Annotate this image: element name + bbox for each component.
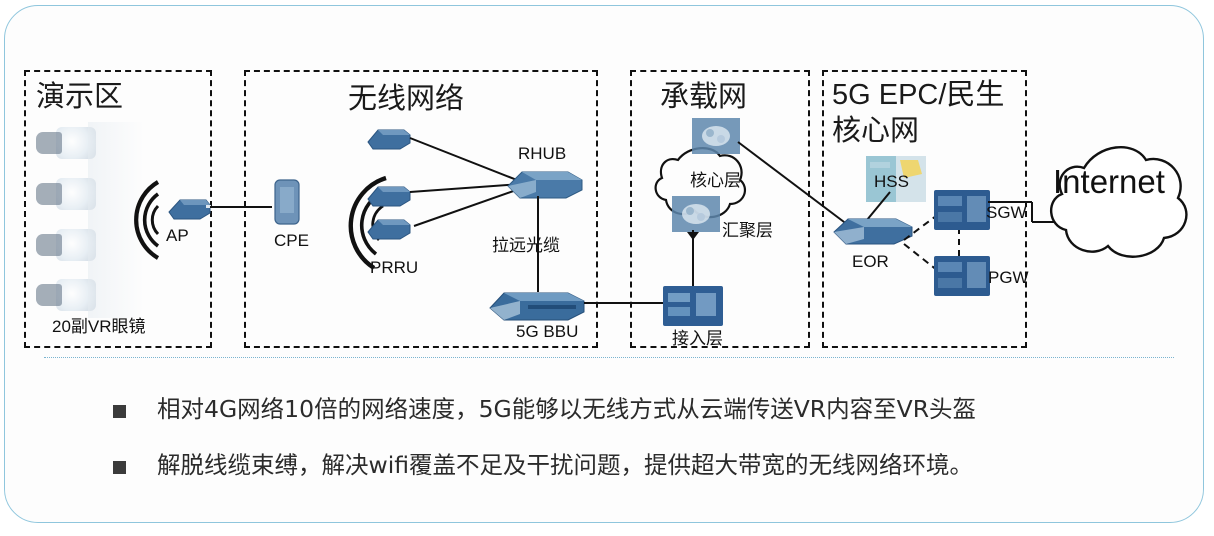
bullet-list: 相对4G网络10倍的网络速度，5G能够以无线方式从云端传送VR内容至VR头盔 解… [0,388,1214,500]
aggregation-router-icon [672,196,720,232]
zone-title-bearer-network: 承载网 [660,81,748,113]
eor-device-icon [833,218,913,245]
zone-core-network [822,70,1027,348]
ap-signal-arcs [134,180,160,260]
ap-device-icon [168,199,211,220]
link-core-to-eor [737,141,853,229]
core-layer-label: 核心层 [690,171,741,190]
cpe-device-icon [274,179,300,225]
bbu-device-icon [489,292,585,321]
vr-glasses-label: 20副VR眼镜 [52,317,146,336]
sgw-label: SGW [986,203,1027,222]
zone-title-wireless-network: 无线网络 [348,83,465,115]
slide-outer-frame [4,5,1204,523]
bullet-text: 解脱线缆束缚，解决wifi覆盖不足及干扰问题，提供超大带宽的无线网络环境。 [157,451,974,479]
bullet-square-icon [113,461,126,474]
pgw-label: PGW [988,268,1029,287]
bullet-square-icon [113,405,126,418]
ap-label: AP [166,226,189,245]
rhub-label: RHUB [518,144,567,163]
bullet-item: 相对4G网络10倍的网络速度，5G能够以无线方式从云端传送VR内容至VR头盔 [0,388,1214,444]
bullet-text: 相对4G网络10倍的网络速度，5G能够以无线方式从云端传送VR内容至VR头盔 [157,395,977,423]
link-ap-to-cpe [210,206,272,208]
prru-device-icon [367,219,411,240]
prru-device-icon [367,186,411,207]
prru-label: PRRU [370,258,419,277]
hss-label: HSS [874,172,909,191]
bbu-label: 5G BBU [516,322,579,341]
link-rhub-to-bbu [537,196,539,292]
pgw-server-icon [934,256,990,296]
eor-label: EOR [852,252,889,271]
rhub-device-icon [507,171,583,199]
access-switch-icon [663,286,723,326]
vr-headset-stack [30,122,150,318]
access-layer-label: 接入层 [672,329,723,348]
hss-server-icon [866,156,926,202]
link-sgw-to-pgw [958,228,960,258]
link-bbu-to-access [584,302,668,304]
fiber-label: 拉远光缆 [492,236,560,255]
links-prru-to-rhub [409,137,523,227]
zone-wireless-network [244,70,598,348]
bullet-item: 解脱线缆束缚，解决wifi覆盖不足及干扰问题，提供超大带宽的无线网络环境。 [0,444,1214,500]
zone-title-demo-area: 演示区 [36,81,124,113]
cpe-label: CPE [274,231,309,250]
sgw-server-icon [934,190,990,230]
zone-title-core-network-line2: 核心网 [832,115,920,147]
core-router-icon [692,118,740,154]
zone-title-core-network-line1: 5G EPC/民生 [832,79,1005,111]
section-divider [44,357,1174,358]
link-agg-to-access [687,230,699,292]
internet-cloud [1050,146,1188,258]
link-sgw-to-internet [988,201,1056,223]
aggregation-layer-label: 汇聚层 [722,221,773,240]
zone-demo-area [24,70,212,348]
zone-bearer-network [630,70,810,348]
internet-label: Internet [1053,163,1165,200]
